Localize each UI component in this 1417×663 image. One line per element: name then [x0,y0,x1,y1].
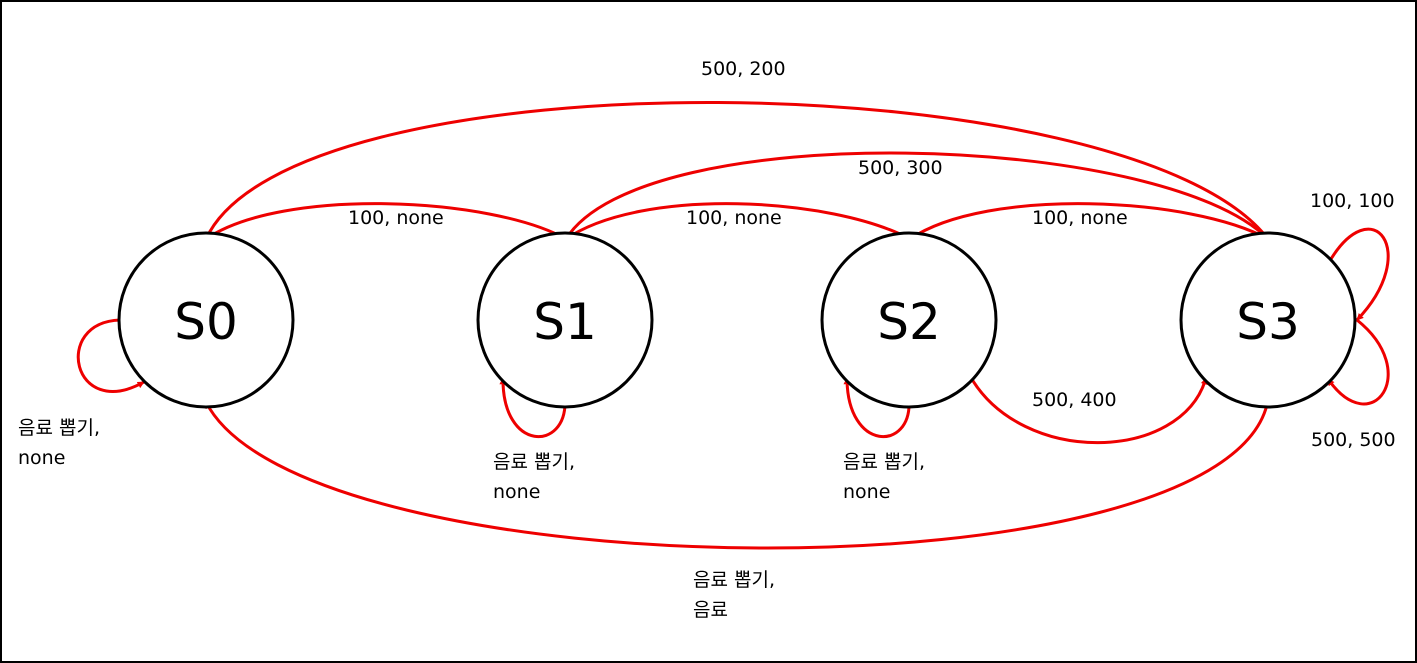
edge-s1-s2 [565,202,911,241]
label-s1-self-line2: none [493,481,541,503]
label-s3-self-bottom: 500, 500 [1311,429,1396,451]
label-s2-self: 음료 뽑기, none [843,447,925,507]
edge-s0-s1 [205,202,567,241]
state-s0: S0 [117,231,295,409]
state-s2: S2 [820,231,998,409]
state-s3-label: S3 [1236,293,1300,351]
edge-s1-s3 [564,151,1270,241]
edge-s2-self [843,377,911,438]
label-s2-s3: 100, none [1032,207,1128,229]
edge-s2-s3 [909,202,1269,241]
label-s1-s2: 100, none [686,207,782,229]
edge-s0-self [76,318,145,393]
label-s3-s0-line2: 음료 [693,599,728,621]
label-s0-self-line2: none [18,447,66,469]
state-s1: S1 [476,231,654,409]
label-s3-self-top: 100, 100 [1310,190,1395,212]
state-s2-label: S2 [877,293,941,351]
label-s1-self: 음료 뽑기, none [493,447,575,507]
state-s1-label: S1 [533,293,597,351]
label-s3-s0-line1: 음료 뽑기, [693,569,775,591]
label-s1-s3: 500, 300 [858,157,943,179]
edge-s1-self [499,377,567,438]
label-s0-s1: 100, none [348,207,444,229]
edge-s2-s3-lower [968,375,1208,445]
label-s1-self-line1: 음료 뽑기, [493,451,575,473]
label-s2-self-line2: none [843,481,891,503]
edge-s0-s3 [204,101,1270,240]
edge-s3-s0 [204,399,1270,550]
state-s0-label: S0 [174,293,238,351]
label-s2-s3-lower: 500, 400 [1032,389,1117,411]
label-s3-s0: 음료 뽑기, 음료 [693,565,775,625]
state-s3: S3 [1179,231,1357,409]
label-s0-self-line1: 음료 뽑기, [18,417,100,439]
label-s2-self-line1: 음료 뽑기, [843,451,925,473]
label-s0-s3: 500, 200 [701,58,786,80]
edge-s3-self-bottom [1326,318,1390,406]
edge-s3-self-top [1326,227,1390,322]
label-s0-self: 음료 뽑기, none [18,413,100,473]
